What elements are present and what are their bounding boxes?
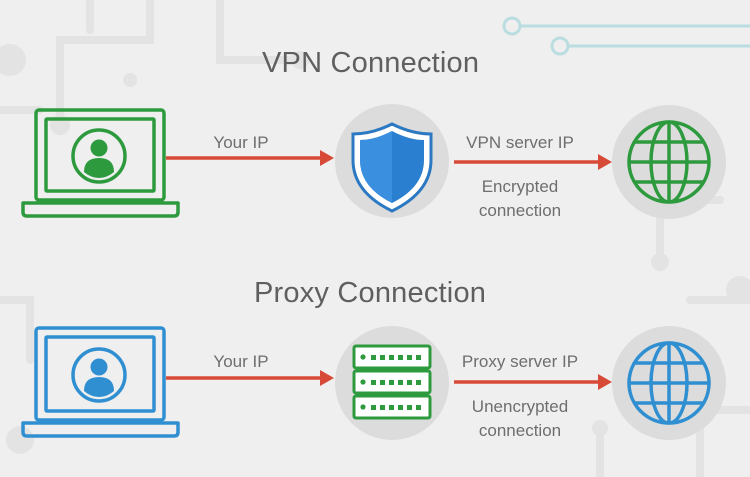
vpn-laptop-icon — [21, 108, 180, 218]
vpn-encrypted-label: Encrypted — [481, 177, 559, 196]
vpn-server-ip-label: VPN server IP — [466, 133, 574, 152]
proxy-user-icon — [71, 347, 127, 403]
vpn-user-icon — [71, 128, 127, 184]
proxy-server-ip-label: Proxy server IP — [461, 352, 579, 371]
shield-icon — [351, 122, 433, 213]
proxy-connection-label: connection — [478, 421, 562, 440]
proxy-unencrypted-label: Unencrypted — [471, 397, 569, 416]
server-icon — [352, 344, 432, 420]
vpn-title: VPN Connection — [262, 47, 480, 79]
vpn-arrow-left — [166, 150, 334, 166]
proxy-title: Proxy Connection — [254, 277, 487, 309]
vpn-your-ip-label: Your IP — [213, 133, 269, 152]
vpn-connection-label: connection — [478, 201, 562, 220]
proxy-your-ip-label: Your IP — [213, 352, 269, 371]
globe-icon — [627, 120, 711, 204]
background-teal-decoration — [502, 16, 750, 56]
proxy-arrow-left — [166, 370, 334, 386]
proxy-arrow-right — [454, 374, 612, 390]
globe-icon — [627, 341, 711, 425]
proxy-laptop-icon — [21, 326, 180, 438]
vpn-arrow-right — [454, 154, 612, 170]
